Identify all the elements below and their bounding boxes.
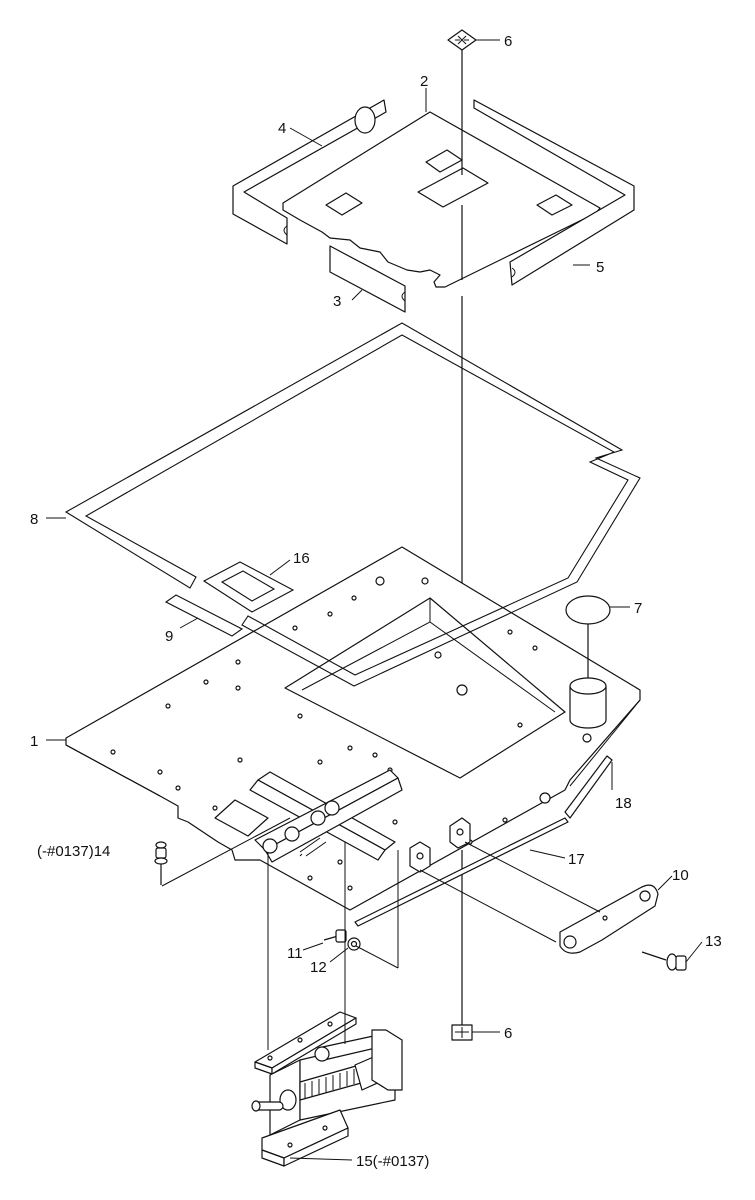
cross-bracket xyxy=(249,769,403,863)
callout-6-bottom: 6 xyxy=(504,1025,512,1042)
assembly-guide-lines xyxy=(161,817,601,1050)
part-13-bolt xyxy=(641,951,687,971)
callout-3: 3 xyxy=(333,293,341,310)
small-clips xyxy=(409,817,471,873)
part-2-top-plate xyxy=(282,111,601,288)
callout-13: 13 xyxy=(705,933,722,950)
part-17-long-strip xyxy=(354,817,569,927)
part-1-base-plate xyxy=(65,546,641,911)
callout-15: 15(-#0137) xyxy=(356,1153,429,1170)
part-9-gasket-strip xyxy=(164,594,244,637)
callout-5: 5 xyxy=(596,259,604,276)
part-11-screw xyxy=(323,929,347,943)
callout-4: 4 xyxy=(278,120,286,137)
part-8-gasket-frame xyxy=(64,322,641,687)
part-4-left-bracket xyxy=(232,99,387,245)
callout-6-top: 6 xyxy=(504,33,512,50)
callout-7: 7 xyxy=(634,600,642,617)
callout-17: 17 xyxy=(568,851,585,868)
callout-1: 1 xyxy=(30,733,38,750)
part-16-square-gasket xyxy=(202,561,295,613)
part-3-small-plate xyxy=(329,245,406,313)
callout-14: (-#0137)14 xyxy=(37,843,110,860)
callout-2: 2 xyxy=(420,73,428,90)
part-5-right-bracket xyxy=(473,99,635,286)
callout-18: 18 xyxy=(615,795,632,812)
callout-11: 11 xyxy=(287,945,303,962)
part-18-angled-strip xyxy=(564,755,613,819)
callout-labels: 2 3 4 5 6 6 1 7 8 9 10 11 12 13 (-#0137)… xyxy=(30,33,722,1170)
callout-8: 8 xyxy=(30,511,38,528)
callout-9: 9 xyxy=(165,628,173,645)
part-7-cylinder xyxy=(565,595,611,729)
part-15-hinge-assembly xyxy=(251,1011,403,1167)
callout-16: 16 xyxy=(293,550,310,567)
callout-10: 10 xyxy=(672,867,689,884)
part-12-washer xyxy=(347,937,361,951)
part-14-screw xyxy=(154,841,168,885)
leader-lines xyxy=(46,39,703,1161)
callout-12: 12 xyxy=(310,959,327,976)
part-10-link-bar xyxy=(559,884,659,954)
